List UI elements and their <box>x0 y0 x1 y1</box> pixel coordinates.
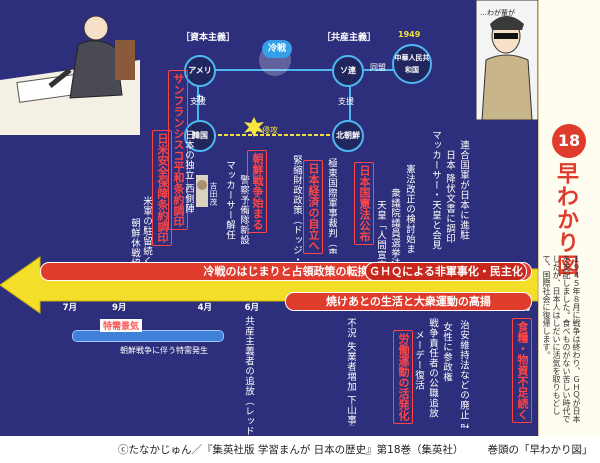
event-recession: 不況 失業者増加 下山事件・三鷹事件・松川事件 <box>345 318 356 426</box>
event-police-reserve: 警察予備隊新設 <box>238 175 249 245</box>
bar-postwar-life: 焼けあとの生活と大衆運動の高揚 <box>285 292 532 311</box>
node-china: 中華人民共和国 <box>392 44 432 84</box>
node-soviet: ソ連 <box>332 55 364 87</box>
sidebar-title: 早わかり図 <box>553 162 578 277</box>
year-sep-1951: 9月 <box>112 303 127 313</box>
event-occupation: 連合国軍が日本に進駐 <box>458 140 469 240</box>
event-macarthur-dismissed: マッカーサー解任 <box>224 160 235 240</box>
event-red-purge: 共産主義者の追放（レッドパージ） <box>243 316 254 436</box>
sidebar-description: １９４５年８月に戦争は終わり、ＧＨＱが日本を支配しました。食べものがない苦しい時… <box>542 255 581 423</box>
event-armistice: 朝鮮休戦協定 <box>129 218 140 278</box>
event-dodge-line: 緊縮財政政策（ドッジ・ライン） <box>291 155 302 305</box>
footer-caption: 巻頭の「早わかり図」 <box>487 444 593 456</box>
support-left-label: 支援 <box>190 97 206 106</box>
event-korean-war: 朝鮮戦争始まる <box>247 150 267 233</box>
timeline-panel: …わが輩が ［資本主義］ ［共産主義］ 冷戦 アメリカ ソ連 韓国 北朝鮮 19… <box>0 0 538 436</box>
capitalism-label: ［資本主義］ <box>181 33 236 43</box>
event-tokyo-trial: 極東国際軍事裁判（東京裁判）判決 東条英機ら７人が死刑 <box>326 158 337 254</box>
event-independence: 日本の独立 西側陣営へ 沖縄・小笠原は占領下に <box>183 130 194 214</box>
footer-credit: ⓒたなかじゅん／『集英社版 学習まんが 日本の歴史』第18巻（集英社） <box>118 444 464 456</box>
bar-ghq-demilitarization: ＧＨＱによる非軍事化・民主化 <box>365 262 527 281</box>
event-security-treaty: 日米安全保障条約調印 <box>152 130 172 246</box>
portrait-yoshida-label: 吉田茂 <box>209 182 218 206</box>
special-demand-bar <box>72 330 224 342</box>
macarthur-illustration <box>476 0 538 120</box>
event-constitution: 日本国憲法公布 <box>354 162 374 245</box>
signing-illustration <box>0 0 140 135</box>
explosion-icon <box>244 117 264 137</box>
invasion-label: 侵攻 <box>262 126 278 135</box>
event-humanity-declaration: 天皇「人間宣言」 <box>375 200 386 280</box>
china-year: 1949 <box>398 30 421 39</box>
node-america: アメリカ <box>184 55 216 103</box>
event-constitution-review: 憲法改正の検討始まる 五大改革指令 <box>404 164 415 254</box>
speech-bubble: …わが輩が <box>480 9 515 17</box>
event-food-shortage: 食糧・物資不足続く <box>512 318 532 423</box>
event-labor-movement: 労働運動の活発化 <box>393 330 413 424</box>
special-demand-note: 朝鮮戦争に伴う特需発生 <box>120 346 208 355</box>
event-may-day: メーデー復活 <box>413 330 424 390</box>
volume-number: 18 <box>552 124 586 158</box>
support-right-label: 支援 <box>338 97 354 106</box>
communism-label: ［共産主義］ <box>322 33 377 43</box>
cold-war-badge: 冷戦 <box>262 40 292 58</box>
event-election-law: 衆議院議員選挙法改正 <box>389 188 400 288</box>
event-sf-treaty: サンフランシスコ平和条約調印 <box>168 70 188 230</box>
special-demand-label: 特需景気 <box>100 319 143 332</box>
node-south-korea: 韓国 <box>184 120 216 152</box>
event-surrender-signing: 日本 降伏文書に調印 <box>444 150 455 244</box>
yoshida-portrait <box>196 175 208 207</box>
alliance-label: 同盟 <box>370 63 386 72</box>
event-womens-suffrage: 女性に参政権 <box>441 322 452 382</box>
event-us-troops: 米軍の駐留続く <box>141 196 152 266</box>
sidebar: 18 早わかり図 １９４５年８月に戦争は終わり、ＧＨＱが日本を支配しました。食べ… <box>538 0 600 436</box>
event-purge: 戦争責任者の公職追放 <box>427 318 438 418</box>
event-reforms: 治安維持法などの廃止 財閥解体・農地改革の指令 <box>458 320 469 428</box>
node-north-korea: 北朝鮮 <box>332 120 364 152</box>
footer: ⓒたなかじゅん／『集英社版 学習まんが 日本の歴史』第18巻（集英社） 巻頭の「… <box>0 436 600 463</box>
event-economic-independence: 日本経済の自立へ <box>303 160 323 254</box>
event-macarthur-meeting: マッカーサー・天皇と会見 <box>430 130 441 250</box>
